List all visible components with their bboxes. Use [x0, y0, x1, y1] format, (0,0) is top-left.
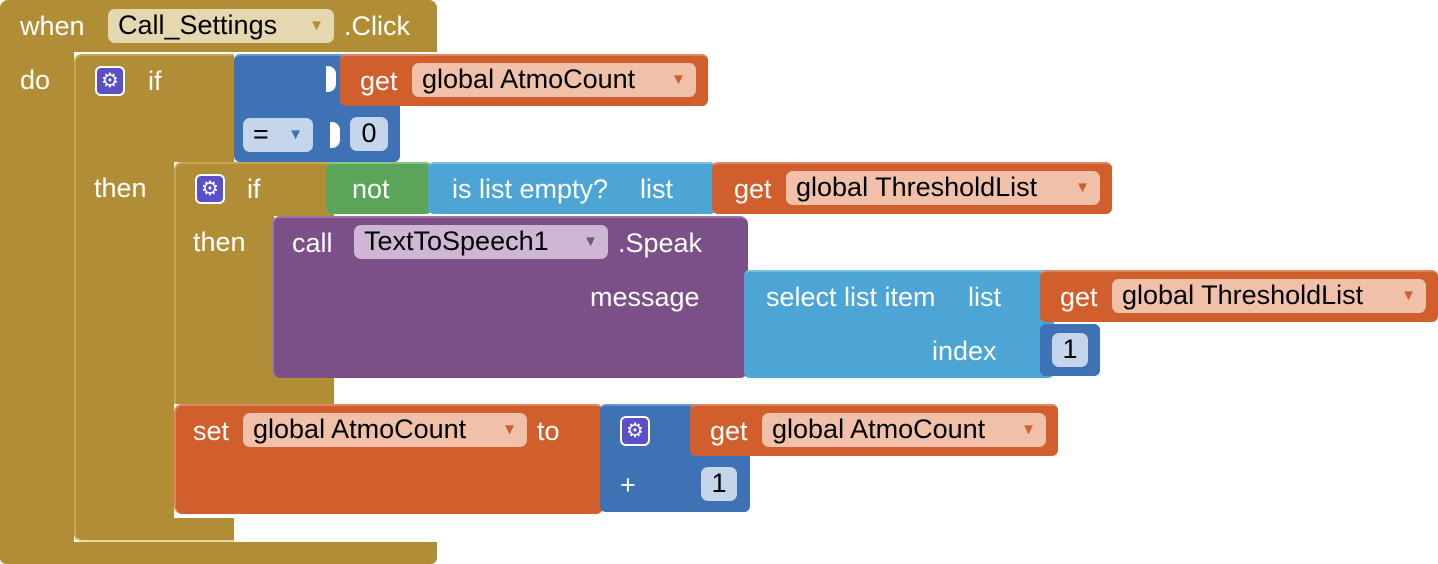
operator-dropdown[interactable]: = ▼	[243, 118, 313, 152]
component-name: TextToSpeech1	[364, 226, 549, 256]
not-block[interactable]	[326, 162, 432, 214]
variable-dropdown-atmocount[interactable]: global AtmoCount ▼	[412, 63, 696, 97]
get-label: get	[734, 174, 772, 204]
get-label: get	[1060, 282, 1098, 312]
dropdown-arrow-icon: ▼	[583, 233, 598, 250]
to-label: to	[537, 416, 560, 446]
then-label: then	[94, 173, 147, 203]
event-block-bottom	[0, 542, 437, 564]
gear-icon[interactable]: ⚙	[195, 174, 225, 204]
gear-icon[interactable]: ⚙	[95, 66, 125, 96]
compare-input-socket-a	[326, 66, 336, 92]
is-list-empty-block[interactable]	[428, 162, 716, 214]
variable-dropdown-thresholdlist[interactable]: global ThresholdList ▼	[1112, 279, 1426, 313]
dropdown-arrow-icon: ▼	[1075, 179, 1090, 196]
get-label: get	[710, 416, 748, 446]
variable-dropdown-thresholdlist[interactable]: global ThresholdList ▼	[786, 171, 1100, 205]
index-label: index	[932, 336, 997, 366]
if-label: if	[148, 66, 162, 96]
variable-dropdown-atmocount[interactable]: global AtmoCount ▼	[762, 413, 1046, 447]
select-list-item-label: select list item	[766, 282, 936, 312]
dropdown-arrow-icon: ▼	[502, 421, 517, 438]
if-block-outer-left-arm	[74, 162, 174, 522]
component-name: Call_Settings	[118, 10, 278, 40]
message-label: message	[590, 282, 700, 312]
event-block-do-arm	[0, 52, 74, 542]
number-value[interactable]: 0	[350, 117, 388, 151]
component-dropdown-call-settings[interactable]: Call_Settings ▼	[108, 9, 334, 43]
dropdown-arrow-icon: ▼	[1021, 421, 1036, 438]
dropdown-arrow-icon: ▼	[288, 126, 303, 143]
list-label: list	[968, 282, 1001, 312]
list-label: list	[640, 174, 673, 204]
dropdown-arrow-icon: ▼	[309, 17, 324, 34]
is-list-empty-label: is list empty?	[452, 174, 609, 204]
if-block-outer-bottom	[74, 518, 234, 542]
component-dropdown-texttospeech[interactable]: TextToSpeech1 ▼	[354, 225, 608, 259]
set-label: set	[193, 416, 230, 446]
index-value[interactable]: 1	[1052, 333, 1088, 367]
compare-input-socket-b	[330, 122, 340, 148]
method-label: .Speak	[618, 228, 703, 258]
when-label: when	[20, 11, 85, 41]
if-label: if	[247, 174, 261, 204]
variable-name: global ThresholdList	[796, 172, 1038, 202]
call-label: call	[292, 228, 333, 258]
if-block-inner-left-arm	[174, 216, 274, 376]
then-label: then	[193, 227, 246, 257]
variable-name: global ThresholdList	[1122, 280, 1364, 310]
gear-icon[interactable]: ⚙	[620, 416, 650, 446]
variable-name: global AtmoCount	[253, 414, 467, 444]
addend-value[interactable]: 1	[701, 467, 737, 501]
dropdown-arrow-icon: ▼	[1401, 287, 1416, 304]
select-list-item-block[interactable]	[744, 270, 1054, 378]
not-label: not	[352, 174, 390, 204]
do-label: do	[20, 65, 51, 95]
variable-dropdown-atmocount[interactable]: global AtmoCount ▼	[243, 413, 527, 447]
variable-name: global AtmoCount	[772, 414, 986, 444]
variable-name: global AtmoCount	[422, 64, 636, 94]
operator-value: =	[253, 119, 269, 149]
dropdown-arrow-icon: ▼	[671, 71, 686, 88]
event-name-label: .Click	[344, 11, 410, 41]
if-block-inner-bottom	[174, 374, 334, 404]
plus-label: +	[620, 470, 636, 500]
get-label: get	[360, 66, 398, 96]
